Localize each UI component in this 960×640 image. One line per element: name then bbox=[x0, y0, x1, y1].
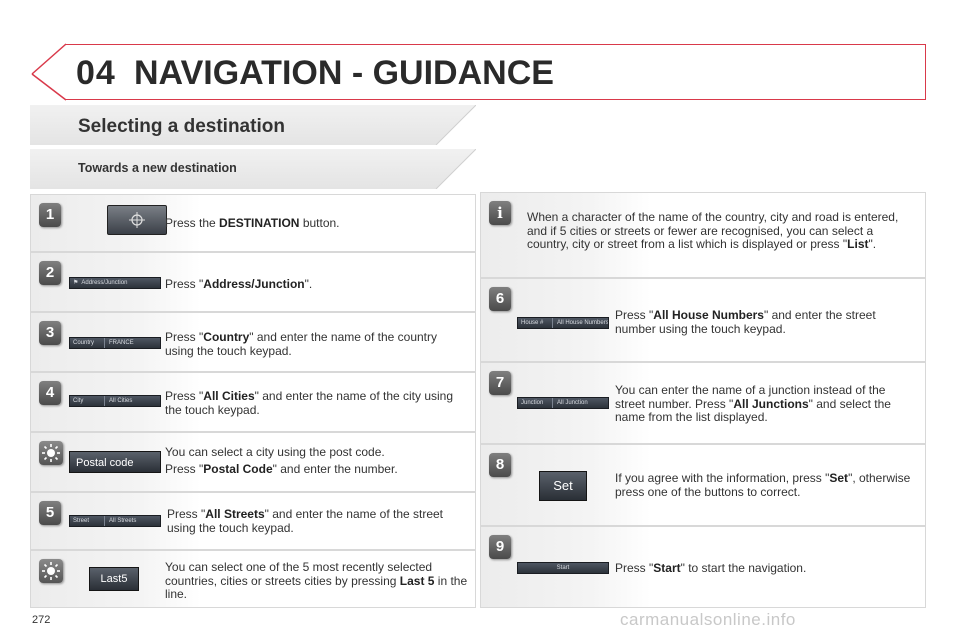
step-badge: 4 bbox=[39, 381, 61, 405]
step-5-text: Press "All Streets" and enter the name o… bbox=[167, 507, 444, 535]
info-icon: i bbox=[489, 201, 511, 225]
postal-code-tip-line2: Press "Postal Code" and enter the number… bbox=[165, 462, 398, 476]
step-3-text: Press "Country" and enter the name of th… bbox=[165, 330, 437, 358]
step-1-panel: 1 Press the DESTINATION button. bbox=[30, 194, 476, 252]
last5-tip-panel: Last5 You can select one of the 5 most r… bbox=[30, 550, 476, 608]
tip-icon bbox=[39, 559, 63, 583]
step-badge: 2 bbox=[39, 261, 61, 285]
step-9-panel: 9 Start Press "Start" to start the navig… bbox=[480, 526, 926, 608]
postal-code-button-image: Postal code bbox=[69, 451, 161, 473]
step-8-text: If you agree with the information, press… bbox=[615, 471, 911, 499]
step-2-text: Press "Address/Junction". bbox=[165, 277, 313, 291]
step-4-text: Press "All Cities" and enter the name of… bbox=[165, 389, 454, 417]
step-badge: 5 bbox=[39, 501, 61, 525]
info-panel: i When a character of the name of the co… bbox=[480, 192, 926, 278]
step-badge: 9 bbox=[489, 535, 511, 559]
chapter-title: NAVIGATION - GUIDANCE bbox=[134, 54, 554, 92]
step-6-text: Press "All House Numbers" and enter the … bbox=[615, 308, 876, 336]
postal-code-tip-line1: You can select a city using the post cod… bbox=[165, 445, 385, 459]
step-badge: 1 bbox=[39, 203, 61, 227]
step-2-panel: 2 ⚑Address/Junction Press "Address/Junct… bbox=[30, 252, 476, 312]
postal-code-tip-panel: Postal code You can select a city using … bbox=[30, 432, 476, 492]
destination-icon bbox=[129, 212, 145, 228]
section-title-bar bbox=[30, 105, 476, 145]
subsection-title-bar bbox=[30, 149, 476, 189]
last5-button-image: Last5 bbox=[89, 567, 139, 591]
step-8-panel: 8 Set If you agree with the information,… bbox=[480, 444, 926, 526]
step-badge: 3 bbox=[39, 321, 61, 345]
page-number: 272 bbox=[32, 614, 51, 626]
step-6-panel: 6 House #All House Numbers Press "All Ho… bbox=[480, 278, 926, 362]
step-badge: 8 bbox=[489, 453, 511, 477]
info-text: When a character of the name of the coun… bbox=[527, 210, 899, 251]
step-1-text: Press the DESTINATION button. bbox=[165, 216, 340, 230]
watermark: carmanualsonline.info bbox=[620, 610, 796, 629]
destination-button-image bbox=[107, 205, 167, 235]
step-7-text: You can enter the name of a junction ins… bbox=[615, 383, 891, 424]
chapter-number: 04 bbox=[76, 54, 116, 92]
header-frame bbox=[66, 44, 926, 100]
address-junction-widget: ⚑Address/Junction bbox=[69, 277, 161, 289]
start-button-image: Start bbox=[517, 562, 609, 574]
subsection-title: Towards a new destination bbox=[78, 161, 237, 175]
step-badge: 7 bbox=[489, 371, 511, 395]
step-badge: 6 bbox=[489, 287, 511, 311]
last5-tip-text: You can select one of the 5 most recentl… bbox=[165, 560, 468, 601]
step-9-text: Press "Start" to start the navigation. bbox=[615, 561, 807, 575]
tip-icon bbox=[39, 441, 63, 465]
header-accent-line bbox=[31, 43, 67, 101]
set-button-image: Set bbox=[539, 471, 587, 501]
house-number-widget: House #All House Numbers bbox=[517, 317, 609, 329]
flag-icon: ⚑ bbox=[73, 280, 79, 286]
section-title: Selecting a destination bbox=[78, 116, 285, 137]
